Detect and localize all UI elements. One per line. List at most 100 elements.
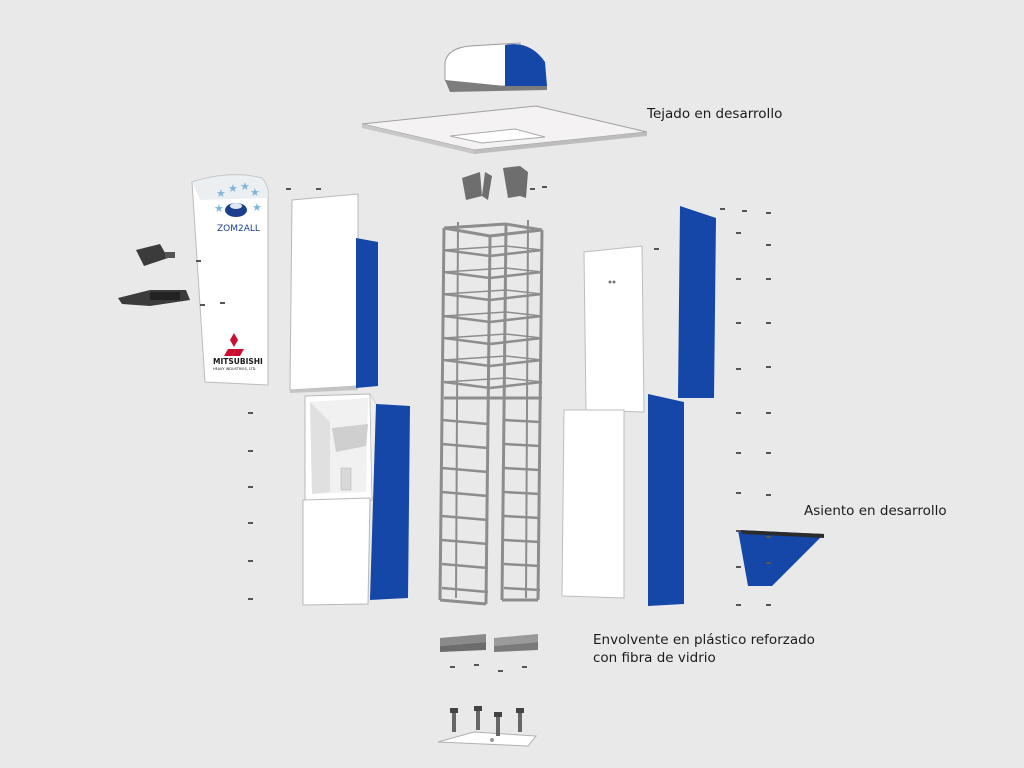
- frame-member: [505, 311, 543, 317]
- fastener: [474, 664, 479, 666]
- lamp-parts: [118, 244, 190, 306]
- frame-member: [443, 358, 491, 368]
- branded-panel: ★ ★ ★ ★ ★ ★ ZOM2ALL MITSUBISHI HEAVY IND…: [191, 174, 269, 386]
- fasteners: [196, 186, 771, 672]
- label-shell-line1: Envolvente en plástico reforzado: [593, 632, 815, 648]
- frame-member: [443, 245, 507, 251]
- frame-member: [505, 377, 543, 383]
- fastener: [736, 530, 741, 532]
- fastener: [766, 562, 771, 564]
- fastener: [766, 452, 771, 454]
- fastener: [248, 450, 253, 452]
- fastener: [316, 188, 321, 190]
- frame-member: [505, 267, 543, 273]
- company-logo-subtitle: HEAVY INDUSTRIES, LTD.: [213, 367, 256, 371]
- base-rails: [440, 634, 538, 652]
- left-upper-white-panel: [289, 193, 359, 393]
- fastener: [766, 322, 771, 324]
- fastener: [736, 232, 741, 234]
- fastener: [248, 486, 253, 488]
- fastener: [736, 492, 741, 494]
- frame-member: [500, 223, 508, 601]
- frame-member: [441, 490, 489, 498]
- star-icon: ★: [252, 201, 262, 214]
- fastener: [736, 368, 741, 370]
- frame-member: [455, 221, 459, 599]
- frame-member: [503, 442, 541, 448]
- anchor-bolts: [450, 706, 524, 736]
- frame-member: [505, 245, 543, 251]
- frame-member: [443, 311, 507, 317]
- bolt-head: [494, 712, 502, 717]
- base-plate: [437, 731, 537, 747]
- fastener: [736, 604, 741, 606]
- label-seat: Asiento en desarrollo: [804, 503, 947, 519]
- frame-member: [441, 514, 489, 522]
- frame-member: [443, 270, 491, 280]
- frame-member: [503, 538, 541, 544]
- frame-member: [443, 226, 491, 238]
- bolt-shaft: [496, 716, 500, 736]
- right-lower-white-panel: [561, 409, 625, 599]
- roof-dome: [444, 42, 547, 92]
- bolt-head: [474, 706, 482, 711]
- frame-member: [441, 538, 489, 546]
- frame-member: [441, 418, 489, 426]
- bolt-shaft: [518, 712, 522, 732]
- fastener: [248, 522, 253, 524]
- frame-member: [443, 292, 491, 302]
- frame-member: [489, 228, 543, 238]
- frame-member: [505, 355, 543, 361]
- frame-member: [443, 289, 507, 295]
- frame-member: [489, 380, 543, 390]
- frame-member: [443, 314, 491, 324]
- fastener: [450, 666, 455, 668]
- fastener: [248, 560, 253, 562]
- frame-member: [443, 336, 491, 346]
- fastener: [736, 278, 741, 280]
- frame-member: [536, 229, 544, 601]
- fastener: [766, 412, 771, 414]
- fastener: [766, 244, 771, 246]
- frame-member: [443, 267, 507, 273]
- frame-member: [438, 227, 446, 601]
- frame-member: [441, 586, 489, 594]
- left-lower-blue-panel: [370, 404, 410, 600]
- bolt-shaft: [452, 712, 456, 732]
- frame-member: [503, 466, 541, 472]
- frame-member: [503, 418, 541, 424]
- frame-member: [503, 514, 541, 520]
- frame-member: [505, 333, 543, 339]
- right-lower-blue-panel: [648, 394, 684, 606]
- frame-member: [443, 355, 507, 361]
- frame-member: [505, 222, 543, 232]
- frame-member: [441, 466, 489, 474]
- frame-member: [489, 270, 543, 280]
- frame-member: [503, 562, 541, 568]
- frame-member: [443, 377, 507, 383]
- bolt-head: [450, 708, 458, 713]
- fastener: [720, 208, 725, 210]
- fastener: [498, 670, 503, 672]
- frame-member: [443, 380, 491, 390]
- bolt-head: [516, 708, 524, 713]
- fastener: [196, 260, 201, 262]
- frame-member: [503, 586, 541, 592]
- star-icon: ★: [214, 202, 224, 215]
- left-upper-blue-panel: [356, 238, 378, 388]
- fastener: [736, 452, 741, 454]
- frame-member: [443, 248, 491, 258]
- fastener: [248, 412, 253, 414]
- frame-member: [489, 248, 543, 258]
- fastener: [766, 494, 771, 496]
- fastener: [220, 302, 225, 304]
- fastener: [530, 188, 535, 190]
- frame-member: [525, 219, 529, 599]
- right-upper-blue-panel: [678, 206, 716, 398]
- star-icon: ★: [250, 186, 260, 199]
- company-logo-name: MITSUBISHI: [213, 357, 263, 366]
- seat-panel: [738, 530, 824, 586]
- frame-member: [489, 314, 543, 324]
- fastener: [736, 566, 741, 568]
